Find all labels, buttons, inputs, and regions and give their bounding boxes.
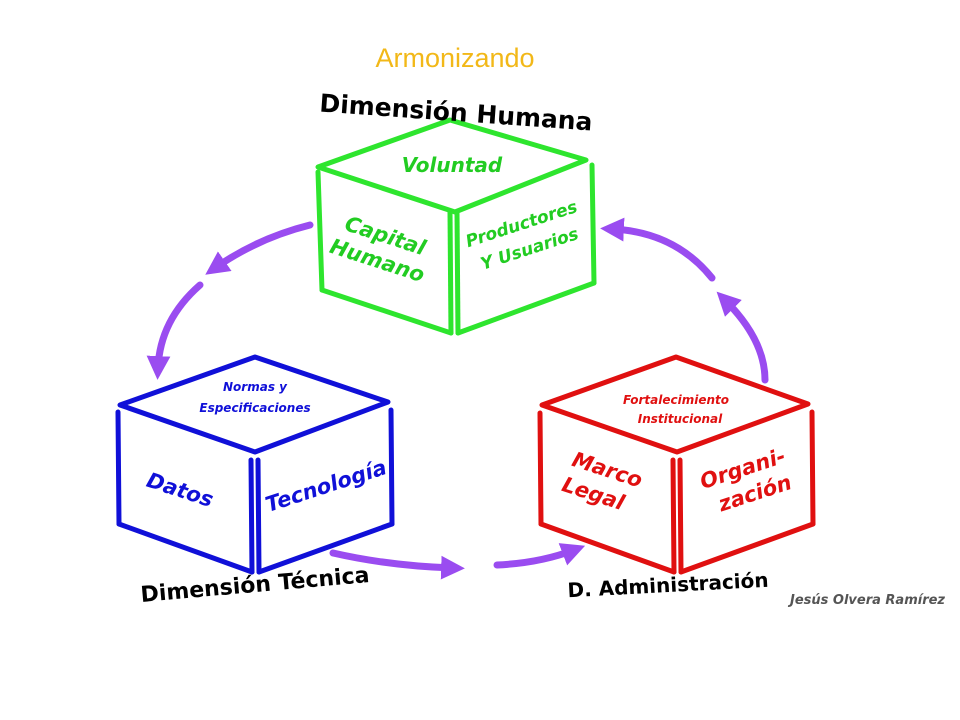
technical-top-face-line-1: Normas y bbox=[223, 380, 288, 394]
human-cube bbox=[315, 117, 597, 336]
admin-left-face-label: Marco Legal bbox=[559, 447, 645, 515]
technical-cube-bottom-left bbox=[116, 521, 255, 575]
arrow-human-to-technical-lower bbox=[146, 281, 204, 380]
arrow-human-to-technical-upper bbox=[205, 221, 314, 275]
technical-top-face-line-2: Especificaciones bbox=[199, 401, 310, 415]
technical-cube bbox=[115, 354, 395, 575]
human-cube-mid-edge-a bbox=[447, 209, 454, 336]
admin-cube-mid-edge-a bbox=[670, 457, 677, 575]
technical-left-face-label: Datos bbox=[144, 468, 217, 512]
title: Armonizando bbox=[375, 43, 534, 73]
admin-top-face-line-1: Fortalecimiento bbox=[623, 393, 729, 407]
arrow-admin-to-human-lower bbox=[716, 291, 769, 384]
technical-cube-right-edge bbox=[388, 407, 395, 527]
human-cube-bottom-left bbox=[319, 287, 454, 336]
admin-right-face-label: Organi- zación bbox=[697, 444, 794, 517]
technical-cube-bottom-right bbox=[256, 521, 395, 575]
technical-dimension-label: Dimensión Técnica bbox=[140, 563, 371, 608]
arrow-technical-to-admin-right bbox=[493, 543, 586, 569]
technical-cube-left-edge bbox=[115, 409, 122, 527]
technical-cube-mid-edge-a bbox=[248, 457, 255, 575]
admin-cube-right-edge bbox=[809, 409, 816, 527]
admin-top-face-line-2: Institucional bbox=[638, 412, 723, 426]
admin-cube-left-edge bbox=[537, 410, 544, 527]
cycle-arrows bbox=[146, 217, 769, 580]
human-left-face-label: Capital Humano bbox=[327, 212, 429, 288]
human-top-face-label: Voluntad bbox=[402, 153, 503, 177]
arrow-technical-to-admin-left bbox=[329, 549, 465, 580]
technical-right-face-label: Tecnología bbox=[263, 455, 390, 517]
human-right-face-label: Productores Y Usuarios bbox=[463, 197, 581, 274]
human-dimension-label: Dimensión Humana bbox=[319, 88, 594, 136]
admin-cube bbox=[537, 354, 816, 575]
admin-cube-mid-edge-b bbox=[677, 457, 684, 575]
human-cube-left-edge bbox=[315, 169, 325, 293]
arrow-admin-to-human-upper bbox=[600, 217, 716, 282]
human-cube-mid-edge-b bbox=[454, 209, 461, 336]
human-cube-right-edge bbox=[589, 162, 597, 286]
technical-cube-top-face bbox=[117, 354, 391, 455]
admin-cube-bottom-left bbox=[538, 521, 677, 575]
technical-cube-mid-edge-b bbox=[255, 457, 262, 575]
admin-cube-bottom-right bbox=[678, 521, 816, 575]
admin-dimension-label: D. Administración bbox=[567, 568, 769, 603]
human-cube-bottom-right bbox=[455, 280, 597, 336]
admin-cube-top-face bbox=[539, 354, 811, 455]
author-credit: Jesús Olvera Ramírez bbox=[787, 593, 945, 608]
